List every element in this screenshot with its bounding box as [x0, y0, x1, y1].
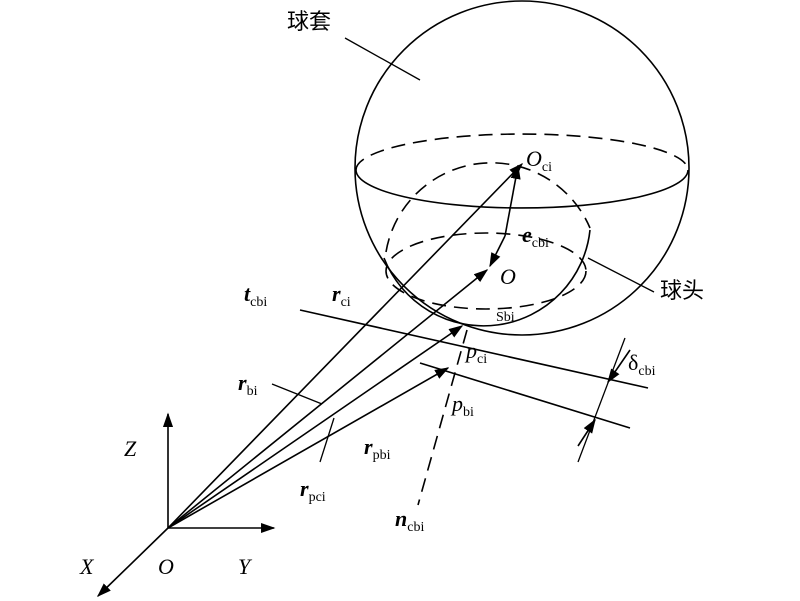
label-t-cbi: tcbi — [244, 281, 268, 310]
ball-sphere-visible — [383, 229, 591, 327]
label-ball: 球头 — [660, 279, 705, 304]
ball-sphere-hidden — [385, 162, 591, 253]
label-axis-X: X — [80, 554, 94, 579]
label-axis-Z: Z — [124, 436, 137, 461]
label-e-cbi: ecbi — [522, 222, 549, 251]
tangent-line-t-cbi — [299, 309, 649, 389]
label-r-bi: rbi — [238, 370, 258, 399]
label-socket: 球套 — [287, 10, 332, 35]
r-bi-leader — [271, 383, 323, 405]
delta-dimension-line — [577, 337, 626, 463]
vector-e-cbi-down — [489, 235, 506, 268]
label-r-pbi: rpbi — [364, 434, 391, 463]
vector-r-ci — [167, 162, 524, 529]
socket-equator-front — [355, 169, 689, 209]
delta-arrow-bottom — [577, 418, 596, 447]
label-delta-cbi: δcbi — [628, 350, 656, 379]
vector-e-cbi-up — [504, 164, 521, 237]
socket-sphere — [354, 0, 690, 336]
axis-x — [96, 527, 169, 598]
label-r-pci: rpci — [300, 476, 326, 505]
label-axis-Y: Y — [238, 554, 251, 579]
vector-r-pci — [167, 325, 464, 529]
label-O-center: O — [500, 264, 516, 289]
label-p-ci: pci — [466, 338, 488, 367]
delta-arrow-top — [607, 349, 631, 384]
ball-leader — [587, 257, 655, 293]
vector-r-bi — [167, 269, 489, 529]
socket-leader — [344, 37, 421, 81]
label-Sbi: Sbi — [496, 310, 515, 325]
vector-r-pbi — [167, 367, 450, 529]
label-O-ci: Oci — [526, 146, 552, 175]
label-r-ci: rci — [332, 281, 351, 310]
socket-equator-back — [355, 133, 689, 171]
label-p-bi: pbi — [452, 391, 474, 420]
label-n-cbi: ncbi — [395, 506, 425, 535]
ball-equator — [385, 232, 587, 310]
normal-n-cbi — [417, 329, 468, 506]
r-pci-leader — [319, 417, 335, 463]
label-origin: O — [158, 554, 174, 579]
